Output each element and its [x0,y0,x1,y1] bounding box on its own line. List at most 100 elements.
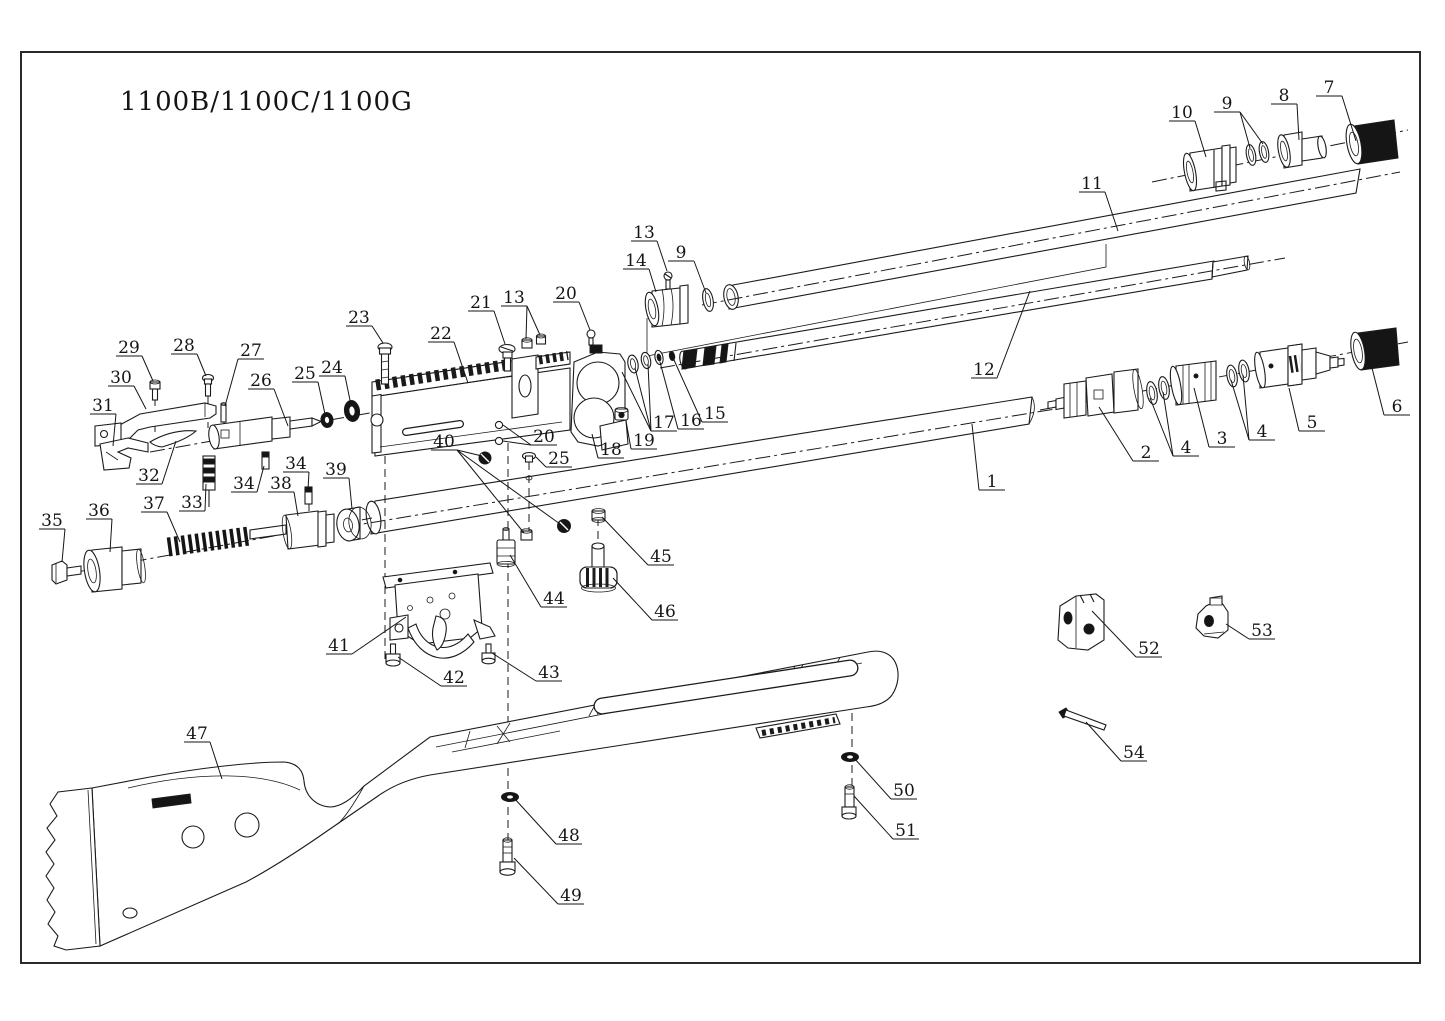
part-2-valve-body [1047,368,1144,419]
svg-text:13: 13 [503,288,525,308]
part-35-bolt [51,560,82,585]
svg-text:49: 49 [560,886,582,906]
part-label-45: 45 [601,516,674,567]
trigger-assembly-group [382,508,618,667]
svg-text:22: 22 [430,324,452,344]
part-13-nuts-pair [521,333,547,349]
part-49-screw [499,837,516,876]
svg-text:48: 48 [558,826,580,846]
part-label-31: 31 [90,396,117,447]
part-21-screw [498,343,516,372]
part-31-clamp [99,437,149,471]
svg-text:17: 17 [653,413,675,433]
svg-text:36: 36 [88,501,110,521]
part-9-washer-inner [704,292,712,308]
part-label-33: 33 [179,483,207,513]
part-39-spacer-ring [336,506,372,542]
svg-text:18: 18 [600,440,622,460]
part-label-38: 38 [268,474,299,517]
part-46-knob [579,542,618,593]
svg-text:24: 24 [321,358,343,378]
part-label-4: 4 [1230,374,1275,442]
svg-text:47: 47 [186,724,208,744]
part-label-26: 26 [248,371,289,427]
forend-side-groove [593,659,859,715]
svg-text:14: 14 [625,251,647,271]
part-8-adapter [1277,131,1327,169]
diagram-title: 1100B/1100C/1100G [120,87,413,117]
part-label-40: 40 [431,432,561,534]
svg-text:28: 28 [173,336,195,356]
svg-text:41: 41 [328,636,350,656]
svg-text:52: 52 [1138,639,1160,659]
svg-text:29: 29 [118,338,140,358]
part-label-23: 23 [346,308,384,344]
part-label-29: 29 [116,338,154,382]
part-23-screw [377,342,393,385]
part-6-cylinder-cap [1350,327,1400,371]
part-label-39: 39 [323,460,353,510]
part-label-27: 27 [224,341,264,407]
stock-group [45,650,899,951]
svg-text:34: 34 [285,454,307,474]
svg-text:9: 9 [676,243,687,263]
part-label-6: 6 [1370,363,1410,417]
part-5-valve-assembly [1254,343,1345,389]
part-label-21: 21 [468,293,506,345]
part-4-orings-b [1226,359,1250,388]
part-48-washer [501,792,519,802]
stock-hole-front [234,812,260,838]
svg-text:50: 50 [893,781,915,801]
stock-outline [91,650,899,947]
part-label-3: 3 [1193,387,1235,449]
part-label-15: 15 [673,359,728,424]
part-label-48: 48 [513,797,582,846]
part-3-piston [1169,360,1217,406]
part-label-14: 14 [623,251,657,293]
svg-text:35: 35 [41,511,63,531]
part-label-46: 46 [612,577,678,622]
svg-text:8: 8 [1279,86,1290,106]
part-14-bushing [644,284,689,328]
part-label-17: 17 [621,363,677,433]
svg-text:43: 43 [538,663,560,683]
part-28-screw [201,373,215,397]
svg-text:25: 25 [548,449,570,469]
part-label-20: 20 [553,284,591,331]
svg-text:3: 3 [1217,429,1228,449]
air-cylinder-tube-1 [365,396,1035,535]
svg-text:26: 26 [250,371,272,391]
svg-text:46: 46 [654,602,676,622]
part-label-54: 54 [1085,721,1147,763]
part-20-detent-top [586,329,596,346]
svg-text:19: 19 [633,431,655,451]
part-54-pin [1058,707,1107,731]
svg-text:4: 4 [1181,438,1192,458]
part-label-16: 16 [659,361,704,431]
part-label-47: 47 [184,724,223,780]
butt-pad [45,787,101,951]
stock-hole-rear [181,825,205,849]
barrel-12 [679,255,1251,370]
svg-text:30: 30 [110,368,132,388]
svg-text:10: 10 [1171,103,1193,123]
svg-text:4: 4 [1257,422,1268,442]
svg-text:7: 7 [1324,78,1335,98]
part-34-pin-b [304,486,313,505]
svg-text:2: 2 [1141,443,1152,463]
svg-text:11: 11 [1081,174,1103,194]
part-label-9: 9 [668,243,707,294]
part-29-screw [149,379,161,401]
part-label-10: 10 [1169,103,1207,158]
part-36-end-cap [83,546,146,593]
svg-text:23: 23 [348,308,370,328]
svg-text:51: 51 [895,821,917,841]
sling-stud [122,907,138,919]
svg-text:25: 25 [294,364,316,384]
part-53-front-sight [1195,595,1229,639]
part-label-37: 37 [141,494,181,543]
part-label-49: 49 [513,857,584,906]
part-26-bolt [208,416,323,450]
